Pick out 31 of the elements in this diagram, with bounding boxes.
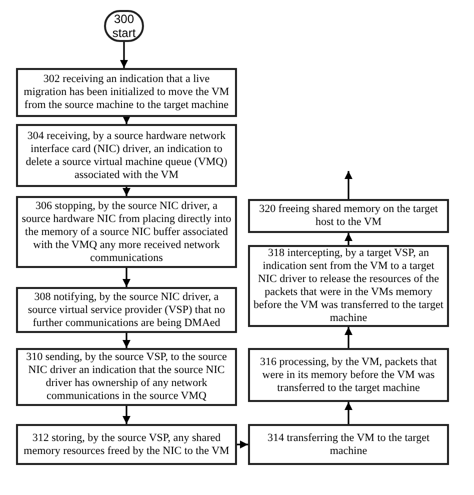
arrow bbox=[122, 187, 130, 196]
process-box bbox=[248, 199, 449, 233]
step-text: 304 receiving, by a source hardware network interface card (NIC) driver, an indication to delete a source virtual machine queue (VMQ) associated with the VM bbox=[24, 130, 228, 182]
step-text: 320 freeing shared memory on the target host to the VM bbox=[258, 203, 439, 229]
step-text: 306 stopping, by the source NIC driver, a source hardware NIC from placing directly into the memory of a source NIC buffer associated with the VMQ any more received network communications bbox=[21, 200, 232, 264]
arrow bbox=[344, 327, 352, 348]
step-text: 302 receiving an indication that a live migration has been initialized to move the VM from the source machine to the target machine bbox=[22, 73, 230, 112]
arrow bbox=[122, 406, 130, 424]
step-text: 318 intercepting, by a target VSP, an indication sent from the VM to a target NIC driver to release the resources of the packets that were in the VMs memory before the VM was transferred to the target machine bbox=[253, 247, 444, 325]
process-box bbox=[16, 124, 237, 187]
process-box bbox=[248, 348, 449, 402]
terminal-label: 300 start bbox=[111, 12, 137, 40]
process-box bbox=[16, 424, 237, 465]
step-text: 314 transferring the VM to the target machine bbox=[266, 432, 431, 458]
process-box bbox=[16, 348, 237, 406]
arrow bbox=[344, 402, 352, 424]
start-terminal bbox=[104, 10, 144, 42]
step-text: 310 sending, by the source VSP, to the source NIC driver an indication that the source NIC driver has ownership of any network communications in the source VMQ bbox=[25, 351, 228, 403]
arrow bbox=[344, 233, 352, 245]
process-box bbox=[16, 287, 237, 333]
arrow bbox=[344, 171, 352, 199]
arrow bbox=[122, 333, 130, 348]
arrow bbox=[237, 440, 248, 448]
step-text: 312 storing, by the source VSP, any shared memory resources freed by the NIC to the VM bbox=[22, 432, 230, 458]
process-box bbox=[248, 424, 449, 465]
process-box bbox=[16, 68, 237, 117]
arrow bbox=[120, 42, 128, 68]
step-text: 316 processing, by the VM, packets that were in its memory before the VM was transferred to the target machine bbox=[259, 356, 438, 394]
arrow bbox=[122, 268, 130, 287]
arrow bbox=[122, 116, 130, 124]
step-text: 308 notifying, by the source NIC driver, a source virtual service provider (VSP) that no further communications are being DMAed bbox=[26, 290, 226, 330]
